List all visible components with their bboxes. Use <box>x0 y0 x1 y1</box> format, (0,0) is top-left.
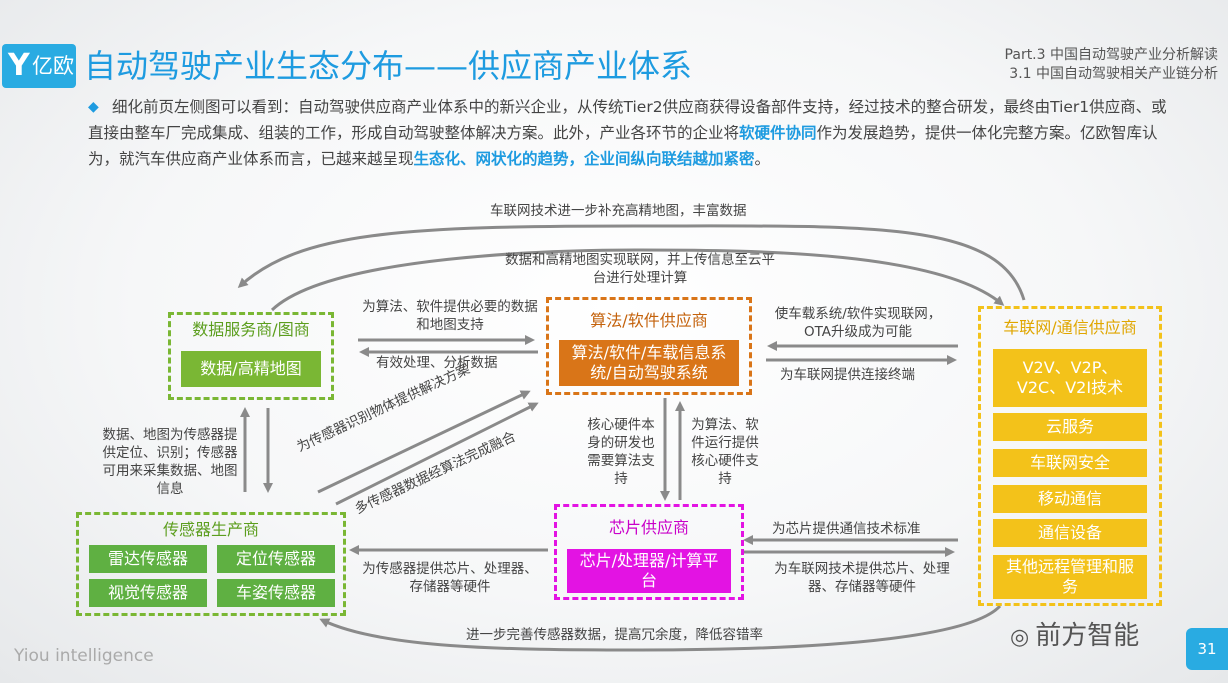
label-mid-arc: 数据和高精地图实现联网，并上传信息至云平台进行处理计算 <box>505 252 775 286</box>
label-algo-to-iov: 为车联网提供连接终端 <box>780 367 915 383</box>
iov-provider-box: 车联网/通信供应商 V2V、V2P、V2C、V2I技术 云服务 车联网安全 移动… <box>978 306 1162 606</box>
data-provider-title: 数据服务商/图商 <box>192 320 310 339</box>
section-heading: 3.1 中国自动驾驶相关产业链分析 <box>1009 66 1218 82</box>
page-number: 31 <box>1186 628 1228 670</box>
intro-text-2: 作为发展趋势，提供一体化完整方案。亿欧智库认为，就汽车供应商产业体系而言，已越来… <box>88 124 1158 168</box>
label-data-to-algo: 为算法、软件提供必要的数据和地图支持 <box>362 299 538 333</box>
watermark-text: 前方智能 <box>1035 621 1140 651</box>
yiou-logo: Y 亿欧 <box>2 44 76 88</box>
wechat-icon: ◎ <box>1010 625 1030 650</box>
iov-item-v2x: V2V、V2P、V2C、V2I技术 <box>993 349 1147 407</box>
label-chip-to-iov: 为车联网技术提供芯片、处理器、存储器等硬件 <box>774 561 950 595</box>
intro-text-3: 。 <box>754 150 771 168</box>
sensor-item-attitude: 车姿传感器 <box>217 579 335 607</box>
label-top-arc: 车联网技术进一步补充高精地图，丰富数据 <box>490 203 747 219</box>
chip-provider-box: 芯片供应商 芯片/处理器/计算平台 <box>554 504 744 600</box>
top-arc-arrow <box>237 224 1026 301</box>
data-provider-box: 数据服务商/图商 数据/高精地图 <box>168 312 334 400</box>
algo-provider-title: 算法/软件供应商 <box>590 311 708 330</box>
footer-brand: Yiou intelligence <box>14 646 154 666</box>
sensor-provider-box: 传感器生产商 雷达传感器 定位传感器 视觉传感器 车姿传感器 <box>76 512 346 616</box>
diag-arrow-2 <box>335 402 539 506</box>
diag-arrow-1 <box>317 390 531 494</box>
iov-item-security: 车联网安全 <box>993 449 1147 477</box>
sensor-item-positioning: 定位传感器 <box>217 545 335 573</box>
bullet-icon: ◆ <box>88 99 99 115</box>
intro-highlight-1: 软硬件协同 <box>739 124 817 142</box>
label-chip-to-algo: 核心硬件本身的研发也需要算法支持 <box>587 417 655 487</box>
iov-provider-title: 车联网/通信供应商 <box>1003 318 1137 337</box>
algo-provider-box: 算法/软件供应商 算法/软件/车载信息系统/自动驾驶系统 <box>546 297 752 395</box>
label-iov-to-algo: 使车载系统/软件实现联网，OTA升级成为可能 <box>774 306 942 340</box>
logo-text: 亿欧 <box>32 54 74 78</box>
label-iov-to-chip: 为芯片提供通信技术标准 <box>772 521 921 537</box>
chip-provider-item: 芯片/处理器/计算平台 <box>567 549 731 593</box>
logo-mark: Y <box>8 48 30 83</box>
sensor-item-vision: 视觉传感器 <box>89 579 207 607</box>
intro-paragraph: 细化前页左侧图可以看到：自动驾驶供应商产业体系中的新兴企业，从传统Tier2供应… <box>88 94 1168 172</box>
watermark: ◎前方智能 <box>1010 615 1139 652</box>
iov-item-remote: 其他远程管理和服务 <box>993 555 1147 599</box>
chip-provider-title: 芯片供应商 <box>608 518 689 537</box>
sensor-item-radar: 雷达传感器 <box>89 545 207 573</box>
data-provider-item: 数据/高精地图 <box>181 351 321 387</box>
bottom-arc-arrow <box>319 604 1002 652</box>
intro-text-1: 细化前页左侧图可以看到：自动驾驶供应商产业体系中的新兴企业，从传统Tier2供应… <box>88 98 1167 142</box>
label-chip-to-sensor: 为传感器提供芯片、处理器、存储器等硬件 <box>362 561 538 595</box>
iov-item-equipment: 通信设备 <box>993 519 1147 547</box>
label-data-sensor: 数据、地图为传感器提供定位、识别；传感器可用来采集数据、地图信息 <box>102 427 238 497</box>
iov-item-mobile: 移动通信 <box>993 485 1147 513</box>
algo-provider-item: 算法/软件/车载信息系统/自动驾驶系统 <box>559 340 739 386</box>
intro-highlight-2: 生态化、网状化的趋势，企业间纵向联结越加紧密 <box>413 150 755 168</box>
mid-arc-arrow <box>270 248 1005 312</box>
sensor-provider-title: 传感器生产商 <box>162 520 259 539</box>
iov-item-cloud: 云服务 <box>993 413 1147 441</box>
label-bottom-arc: 进一步完善传感器数据，提高冗余度，降低容错率 <box>466 627 763 643</box>
page-title: 自动驾驶产业生态分布——供应商产业体系 <box>84 47 693 85</box>
part-heading: Part.3 中国自动驾驶产业分析解读 <box>1004 47 1218 63</box>
label-algo-to-data: 有效处理、分析数据 <box>376 355 498 371</box>
label-algo-to-chip: 为算法、软件运行提供核心硬件支持 <box>691 417 759 487</box>
